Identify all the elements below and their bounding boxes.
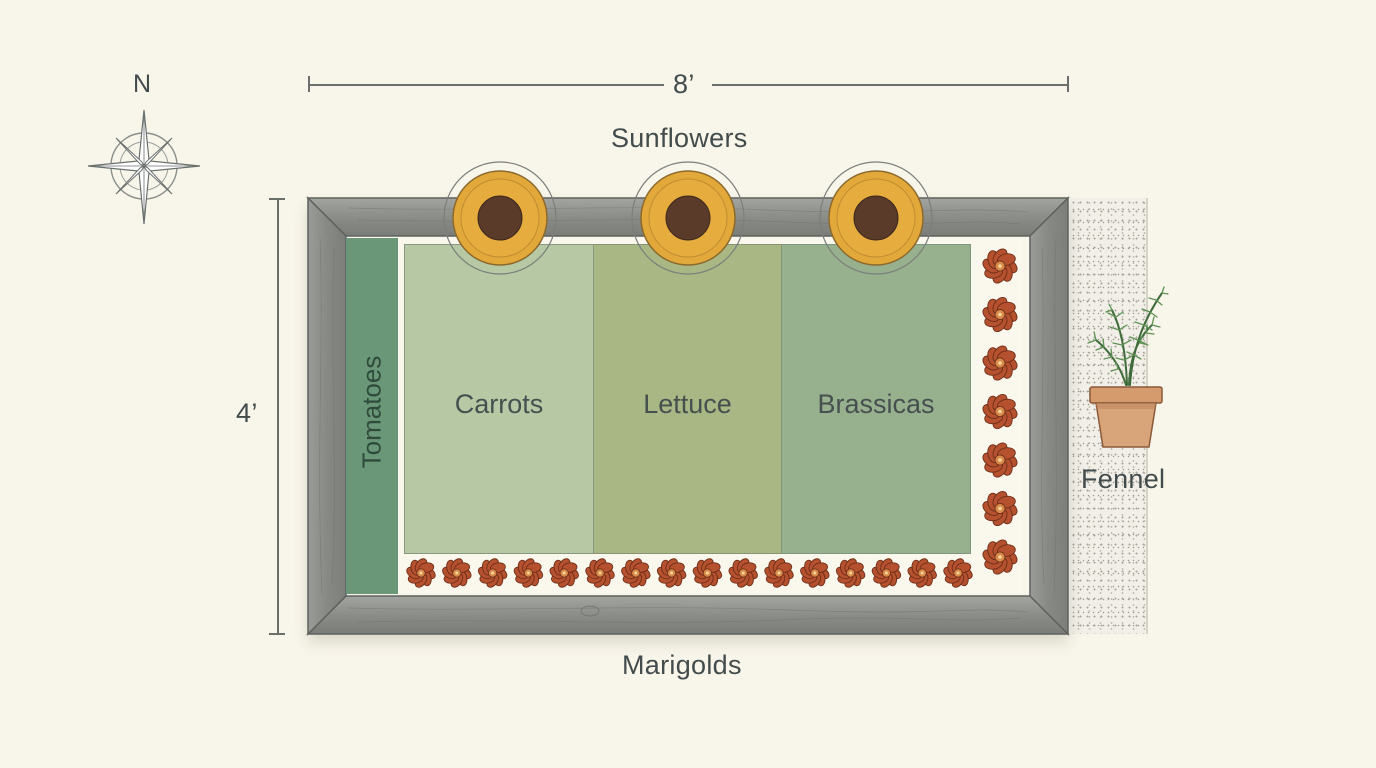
height-dimension-tick-top — [269, 198, 285, 200]
height-dimension-label: 4’ — [236, 396, 258, 431]
height-dimension-tick-bottom — [269, 633, 285, 635]
fennel-pot-icon — [1087, 286, 1169, 448]
compass-rose-icon — [87, 109, 201, 225]
zone-label: Brassicas — [817, 389, 935, 419]
zone-lettuce: Lettuce — [594, 244, 782, 554]
width-dimension-tick-right — [1067, 76, 1069, 92]
tomatoes-label: Tomatoes — [356, 355, 387, 469]
sunflowers-label: Sunflowers — [611, 123, 748, 153]
width-dimension-label: 8’ — [673, 69, 695, 99]
tomatoes-zone — [346, 238, 398, 594]
zone-brassicas: Brassicas — [782, 244, 971, 554]
width-dimension-line-left — [308, 84, 664, 86]
marigolds-label: Marigolds — [622, 650, 742, 680]
fennel-label: Fennel — [1081, 464, 1166, 494]
zone-carrots: Carrots — [404, 244, 594, 554]
zone-label: Lettuce — [643, 389, 732, 419]
width-dimension-tick-left — [308, 76, 310, 92]
compass-north-label: N — [133, 70, 152, 98]
height-dimension-line — [277, 198, 279, 634]
width-dimension-line-right — [712, 84, 1068, 86]
zone-label: Carrots — [454, 389, 544, 419]
